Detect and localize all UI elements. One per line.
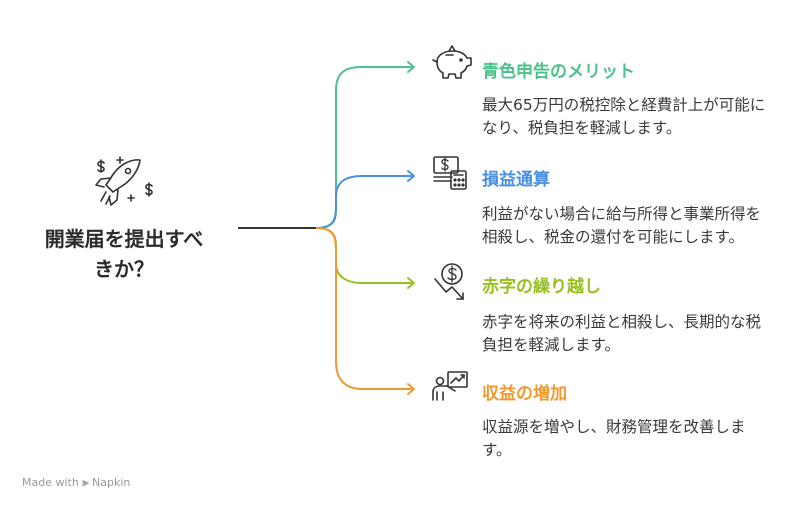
branch-1-title: 青色申告のメリット: [482, 62, 635, 82]
declining-dollar-icon: [434, 263, 464, 300]
arrow-3: [407, 277, 415, 289]
footer-brand: Napkin: [92, 476, 131, 489]
branch-1-description: 最大65万円の税控除と経費計上が可能になり、税負担を軽減します。: [482, 96, 766, 137]
branch-4-description: 収益源を増やし、財務管理を改善します。: [482, 418, 746, 459]
connector-3: [315, 227, 412, 284]
connector-1: [315, 66, 412, 229]
footer-made-with: Made with: [22, 476, 79, 489]
branch-2-description: 利益がない場合に給与所得と事業所得を相殺し、税金の還付を可能にします。: [482, 205, 762, 246]
footer-credit: Made with ⪢ Napkin: [22, 476, 130, 490]
branch-3-description: 赤字を将来の利益と相殺し、長期的な税負担を軽減します。: [482, 313, 762, 354]
money-calculator-icon: [433, 156, 467, 190]
branch-3-title: 赤字の繰り越し: [482, 277, 601, 297]
napkin-logo-icon: ⪢: [82, 476, 89, 489]
central-topic-line-1: 開業届を提出すべ: [44, 227, 204, 251]
arrow-4: [407, 383, 415, 395]
branch-4-title: 収益の増加: [482, 384, 567, 404]
connector-4: [315, 227, 412, 390]
arrow-1: [407, 61, 415, 73]
connector-2: [315, 175, 412, 229]
piggy-bank-icon: [432, 45, 472, 79]
presentation-chart-icon: [432, 371, 468, 401]
branch-2-title: 損益通算: [482, 170, 550, 190]
rocket-icon: [95, 156, 153, 206]
central-topic: 開業届を提出すべ きか？: [14, 224, 234, 284]
arrow-2: [407, 170, 415, 182]
central-topic-line-2: きか？: [94, 257, 154, 281]
